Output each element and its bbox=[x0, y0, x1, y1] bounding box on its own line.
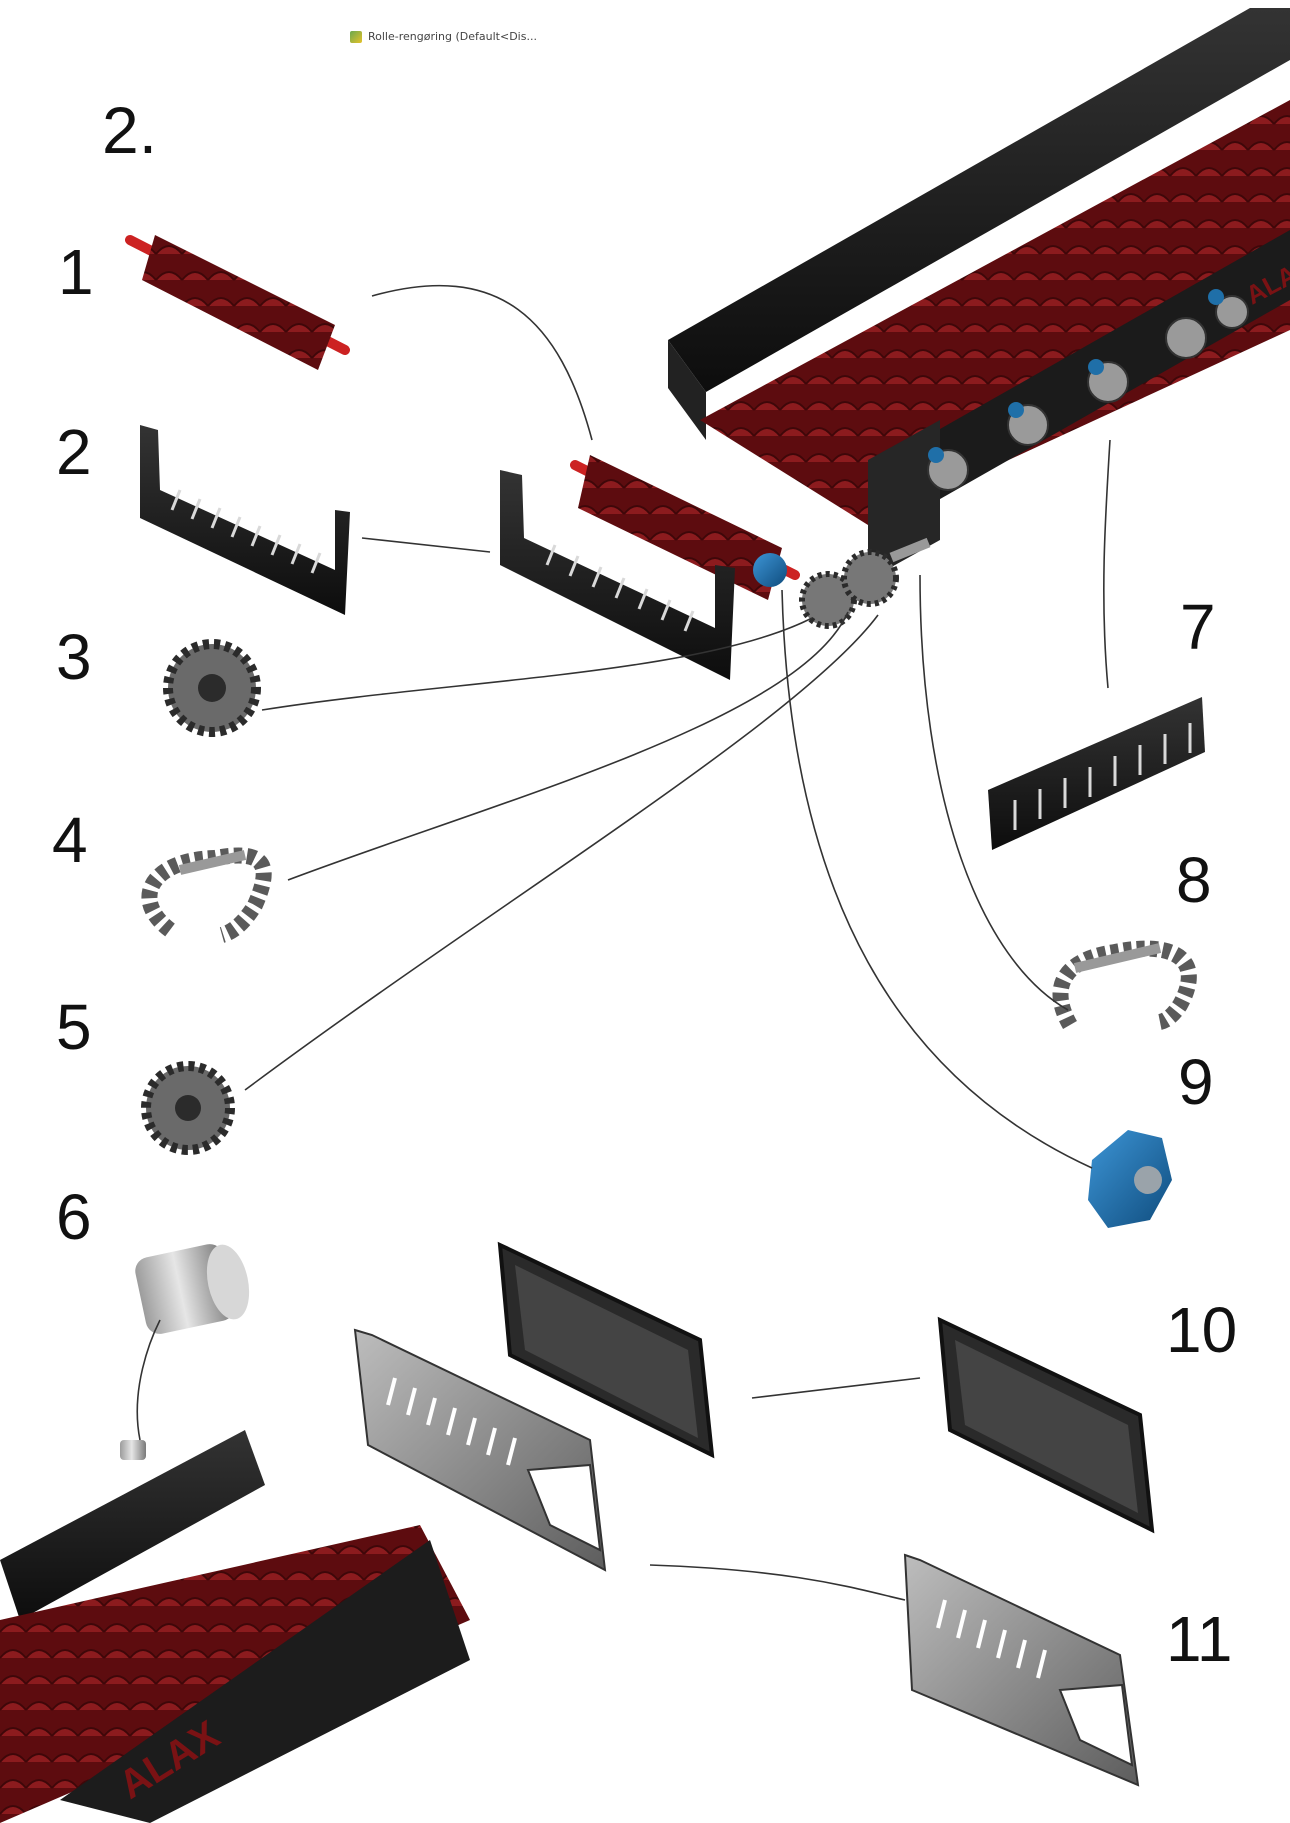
mounted-roller bbox=[570, 455, 800, 600]
callout-7: 7 bbox=[1180, 591, 1216, 663]
window-title: Rolle-rengøring (Default<Dis... bbox=[350, 30, 537, 43]
part-1-roller bbox=[125, 235, 350, 370]
part-6-bushing bbox=[135, 1244, 250, 1334]
part-7-slotted-bar bbox=[988, 697, 1205, 850]
part-10-panel bbox=[937, 1316, 1155, 1534]
assembly-icon bbox=[350, 30, 362, 43]
callout-10: 10 bbox=[1166, 1294, 1238, 1366]
main-conveyor-bottom: ALAX bbox=[0, 1430, 470, 1823]
callout-5: 5 bbox=[56, 991, 92, 1063]
callout-2: 2 bbox=[56, 416, 92, 488]
callout-3: 3 bbox=[56, 621, 92, 693]
part-11-guide-exploded bbox=[353, 1328, 607, 1572]
part-4-chain bbox=[141, 847, 272, 943]
window-title-text: Rolle-rengøring (Default<Dis... bbox=[368, 30, 537, 43]
part-3-sprocket bbox=[163, 639, 261, 737]
small-bushing bbox=[120, 1440, 146, 1460]
part-11-guide bbox=[903, 1553, 1140, 1787]
figure-heading: 2. bbox=[102, 93, 158, 167]
part-2-side-plate bbox=[140, 425, 350, 615]
callout-8: 8 bbox=[1176, 844, 1212, 916]
callout-11: 11 bbox=[1166, 1603, 1233, 1675]
mounted-sprockets bbox=[799, 537, 931, 629]
part-9-bearing bbox=[1088, 1130, 1172, 1228]
callout-6: 6 bbox=[56, 1181, 92, 1253]
leader-lines bbox=[136, 284, 1111, 1601]
main-conveyor-top: ALAX bbox=[668, 8, 1290, 580]
part-10-panel-exploded bbox=[497, 1241, 715, 1459]
mounted-side-plate bbox=[500, 470, 735, 680]
callout-4: 4 bbox=[52, 804, 88, 876]
callout-1: 1 bbox=[58, 236, 94, 308]
part-5-sprocket bbox=[141, 1061, 235, 1155]
part-8-chain bbox=[1052, 940, 1197, 1030]
callout-9: 9 bbox=[1178, 1046, 1214, 1118]
